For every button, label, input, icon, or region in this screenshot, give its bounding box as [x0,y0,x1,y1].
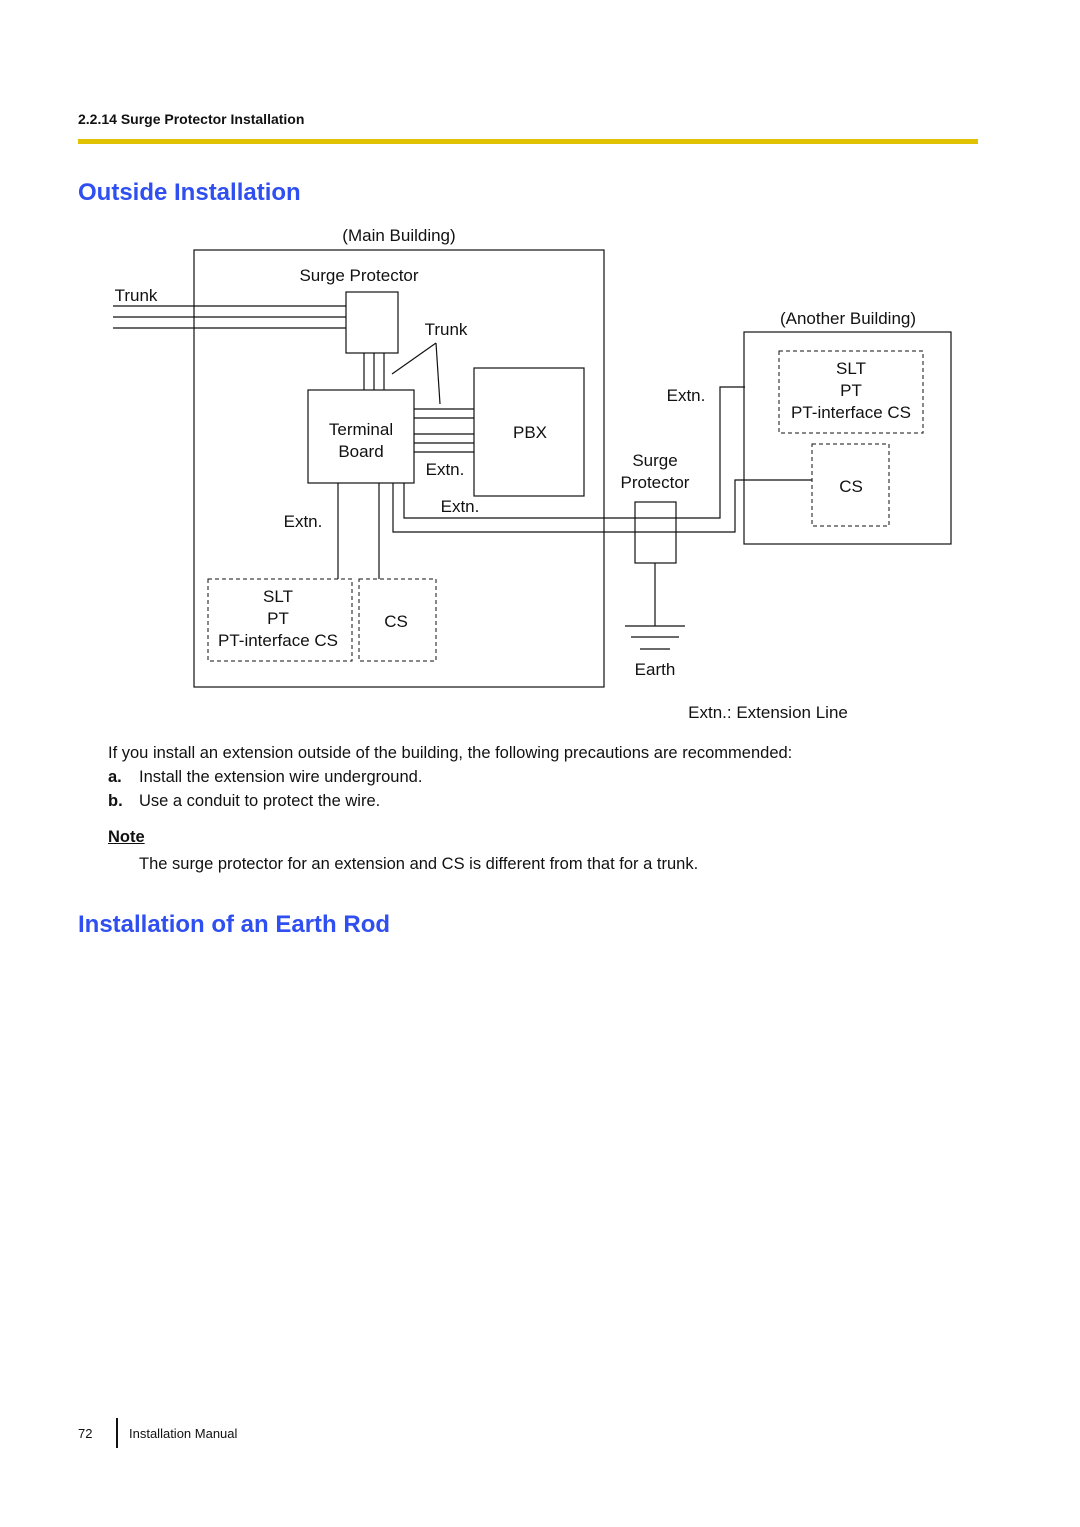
label-earth: Earth [635,660,676,679]
pbx-box [473,367,585,497]
label-pt: PT [267,609,289,628]
label-extn-c: Extn. [284,512,323,531]
list-text: Install the extension wire underground. [139,768,423,786]
list-marker: b. [108,792,123,810]
cs-box [358,578,437,662]
list-item: b. Use a conduit to protect the wire. [108,792,380,811]
footer-title: Installation Manual [129,1426,238,1441]
heading-outside-installation: Outside Installation [78,179,301,206]
terminal-board-box [307,389,415,484]
label-pbx: PBX [513,423,547,442]
label-another-building: (Another Building) [780,309,916,328]
note-text: The surge protector for an extension and… [139,855,699,873]
label-trunk-left: Trunk [115,286,158,305]
label-terminal: Terminal [329,420,393,439]
label-cs-remote: CS [839,477,863,496]
label-cs: CS [384,612,408,631]
label-extn-b: Extn. [441,497,480,516]
header-rule [78,139,978,144]
label-surge: Surge [632,451,677,470]
heading-earth-rod: Installation of an Earth Rod [78,911,391,938]
label-slt-remote: SLT [836,359,866,378]
slt-pt-group-box [207,578,353,662]
label-extn-d: Extn. [667,386,706,405]
list-item: a. Install the extension wire underground… [108,768,422,787]
outside-installation-diagram: (Main Building) Surge Protector Trunk Tr… [113,226,952,722]
legend-extension-line: Extn.: Extension Line [688,703,848,722]
label-pt-remote: PT [840,381,862,400]
label-main-building: (Main Building) [342,226,455,245]
remote-slt-pt-group-box [778,350,924,434]
label-surge-protector: Surge Protector [299,266,418,285]
page-number: 72 [78,1426,93,1441]
label-protector: Protector [621,473,690,492]
section-header: 2.2.14 Surge Protector Installation [78,111,305,127]
label-board: Board [338,442,383,461]
surge-protector-box [345,291,399,354]
label-pt-interface-cs-remote: PT-interface CS [791,403,911,422]
note-label: Note [108,828,145,846]
remote-cs-box [811,443,890,527]
main-building-frame [193,249,605,688]
label-extn-a: Extn. [426,460,465,479]
list-marker: a. [108,768,122,786]
label-pt-interface-cs: PT-interface CS [218,631,338,650]
list-text: Use a conduit to protect the wire. [139,792,381,810]
label-slt: SLT [263,587,293,606]
footer-divider [116,1418,118,1448]
intro-paragraph: If you install an extension outside of t… [108,744,793,762]
another-building-frame [743,331,952,545]
label-trunk-mid: Trunk [425,320,468,339]
